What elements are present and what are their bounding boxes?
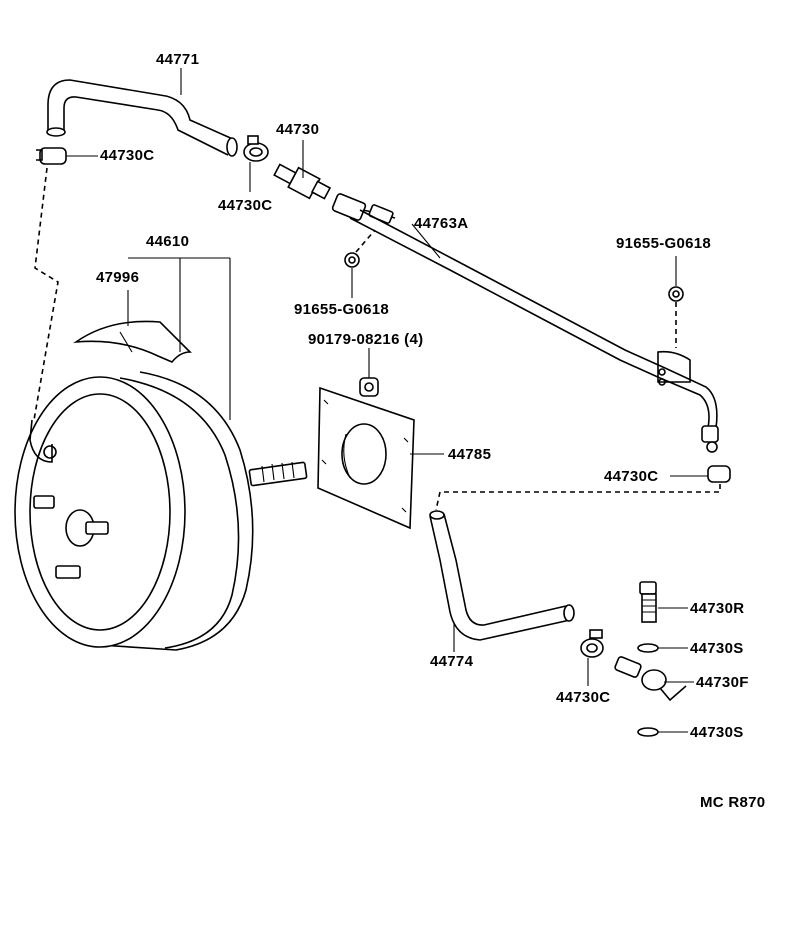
union-bolt xyxy=(639,581,657,623)
vacuum-hose-lower xyxy=(429,510,575,641)
label-hose-upper: 44771 xyxy=(156,51,200,68)
vacuum-pipe xyxy=(331,193,719,453)
label-pipe-clamp-right: 91655-G0618 xyxy=(616,235,712,252)
booster-gasket xyxy=(317,386,415,530)
dashed-connection-lower xyxy=(435,484,721,511)
washer-upper xyxy=(637,643,659,653)
leader-44763a xyxy=(411,223,441,259)
label-gasket: 44785 xyxy=(448,446,492,463)
label-union-fitting: 44730F xyxy=(696,674,749,691)
label-hose-lower: 44774 xyxy=(430,653,474,670)
washer-lower xyxy=(637,727,659,737)
pipe-clamp-right xyxy=(668,286,684,302)
label-heat-insulator: 47996 xyxy=(96,269,140,286)
label-clamp-left: 44730C xyxy=(100,147,155,164)
label-nut: 90179-08216 (4) xyxy=(308,331,424,348)
label-clamp-check-valve: 44730C xyxy=(218,197,273,214)
label-booster-assy: 44610 xyxy=(146,233,190,250)
label-pipe-clamp-left: 91655-G0618 xyxy=(294,301,390,318)
label-gasket-lower: 44730S xyxy=(690,724,744,741)
dashed-connection-pipe-clamp xyxy=(355,229,376,253)
hose-clamp-lower xyxy=(580,629,604,658)
vacuum-hose-upper xyxy=(46,79,238,157)
dashed-connection-left xyxy=(33,167,59,421)
label-check-valve: 44730 xyxy=(276,121,320,138)
label-clamp-lower: 44730C xyxy=(556,689,611,706)
label-gasket-upper: 44730S xyxy=(690,640,744,657)
hose-clamp-check-valve xyxy=(243,135,269,162)
heat-insulator xyxy=(73,320,192,363)
booster-nut xyxy=(359,377,379,397)
hose-clamp-left xyxy=(36,147,67,165)
pipe-clamp-left xyxy=(344,252,360,268)
check-valve xyxy=(273,163,332,200)
union-fitting xyxy=(614,656,687,702)
brake-booster xyxy=(14,371,308,651)
label-union-bolt: 44730R xyxy=(690,600,745,617)
hose-clamp-lower-right xyxy=(707,465,731,483)
label-vacuum-pipe: 44763A xyxy=(414,215,469,232)
diagram-reference: MC R870 xyxy=(700,794,766,811)
label-clamp-lower-right: 44730C xyxy=(604,468,659,485)
